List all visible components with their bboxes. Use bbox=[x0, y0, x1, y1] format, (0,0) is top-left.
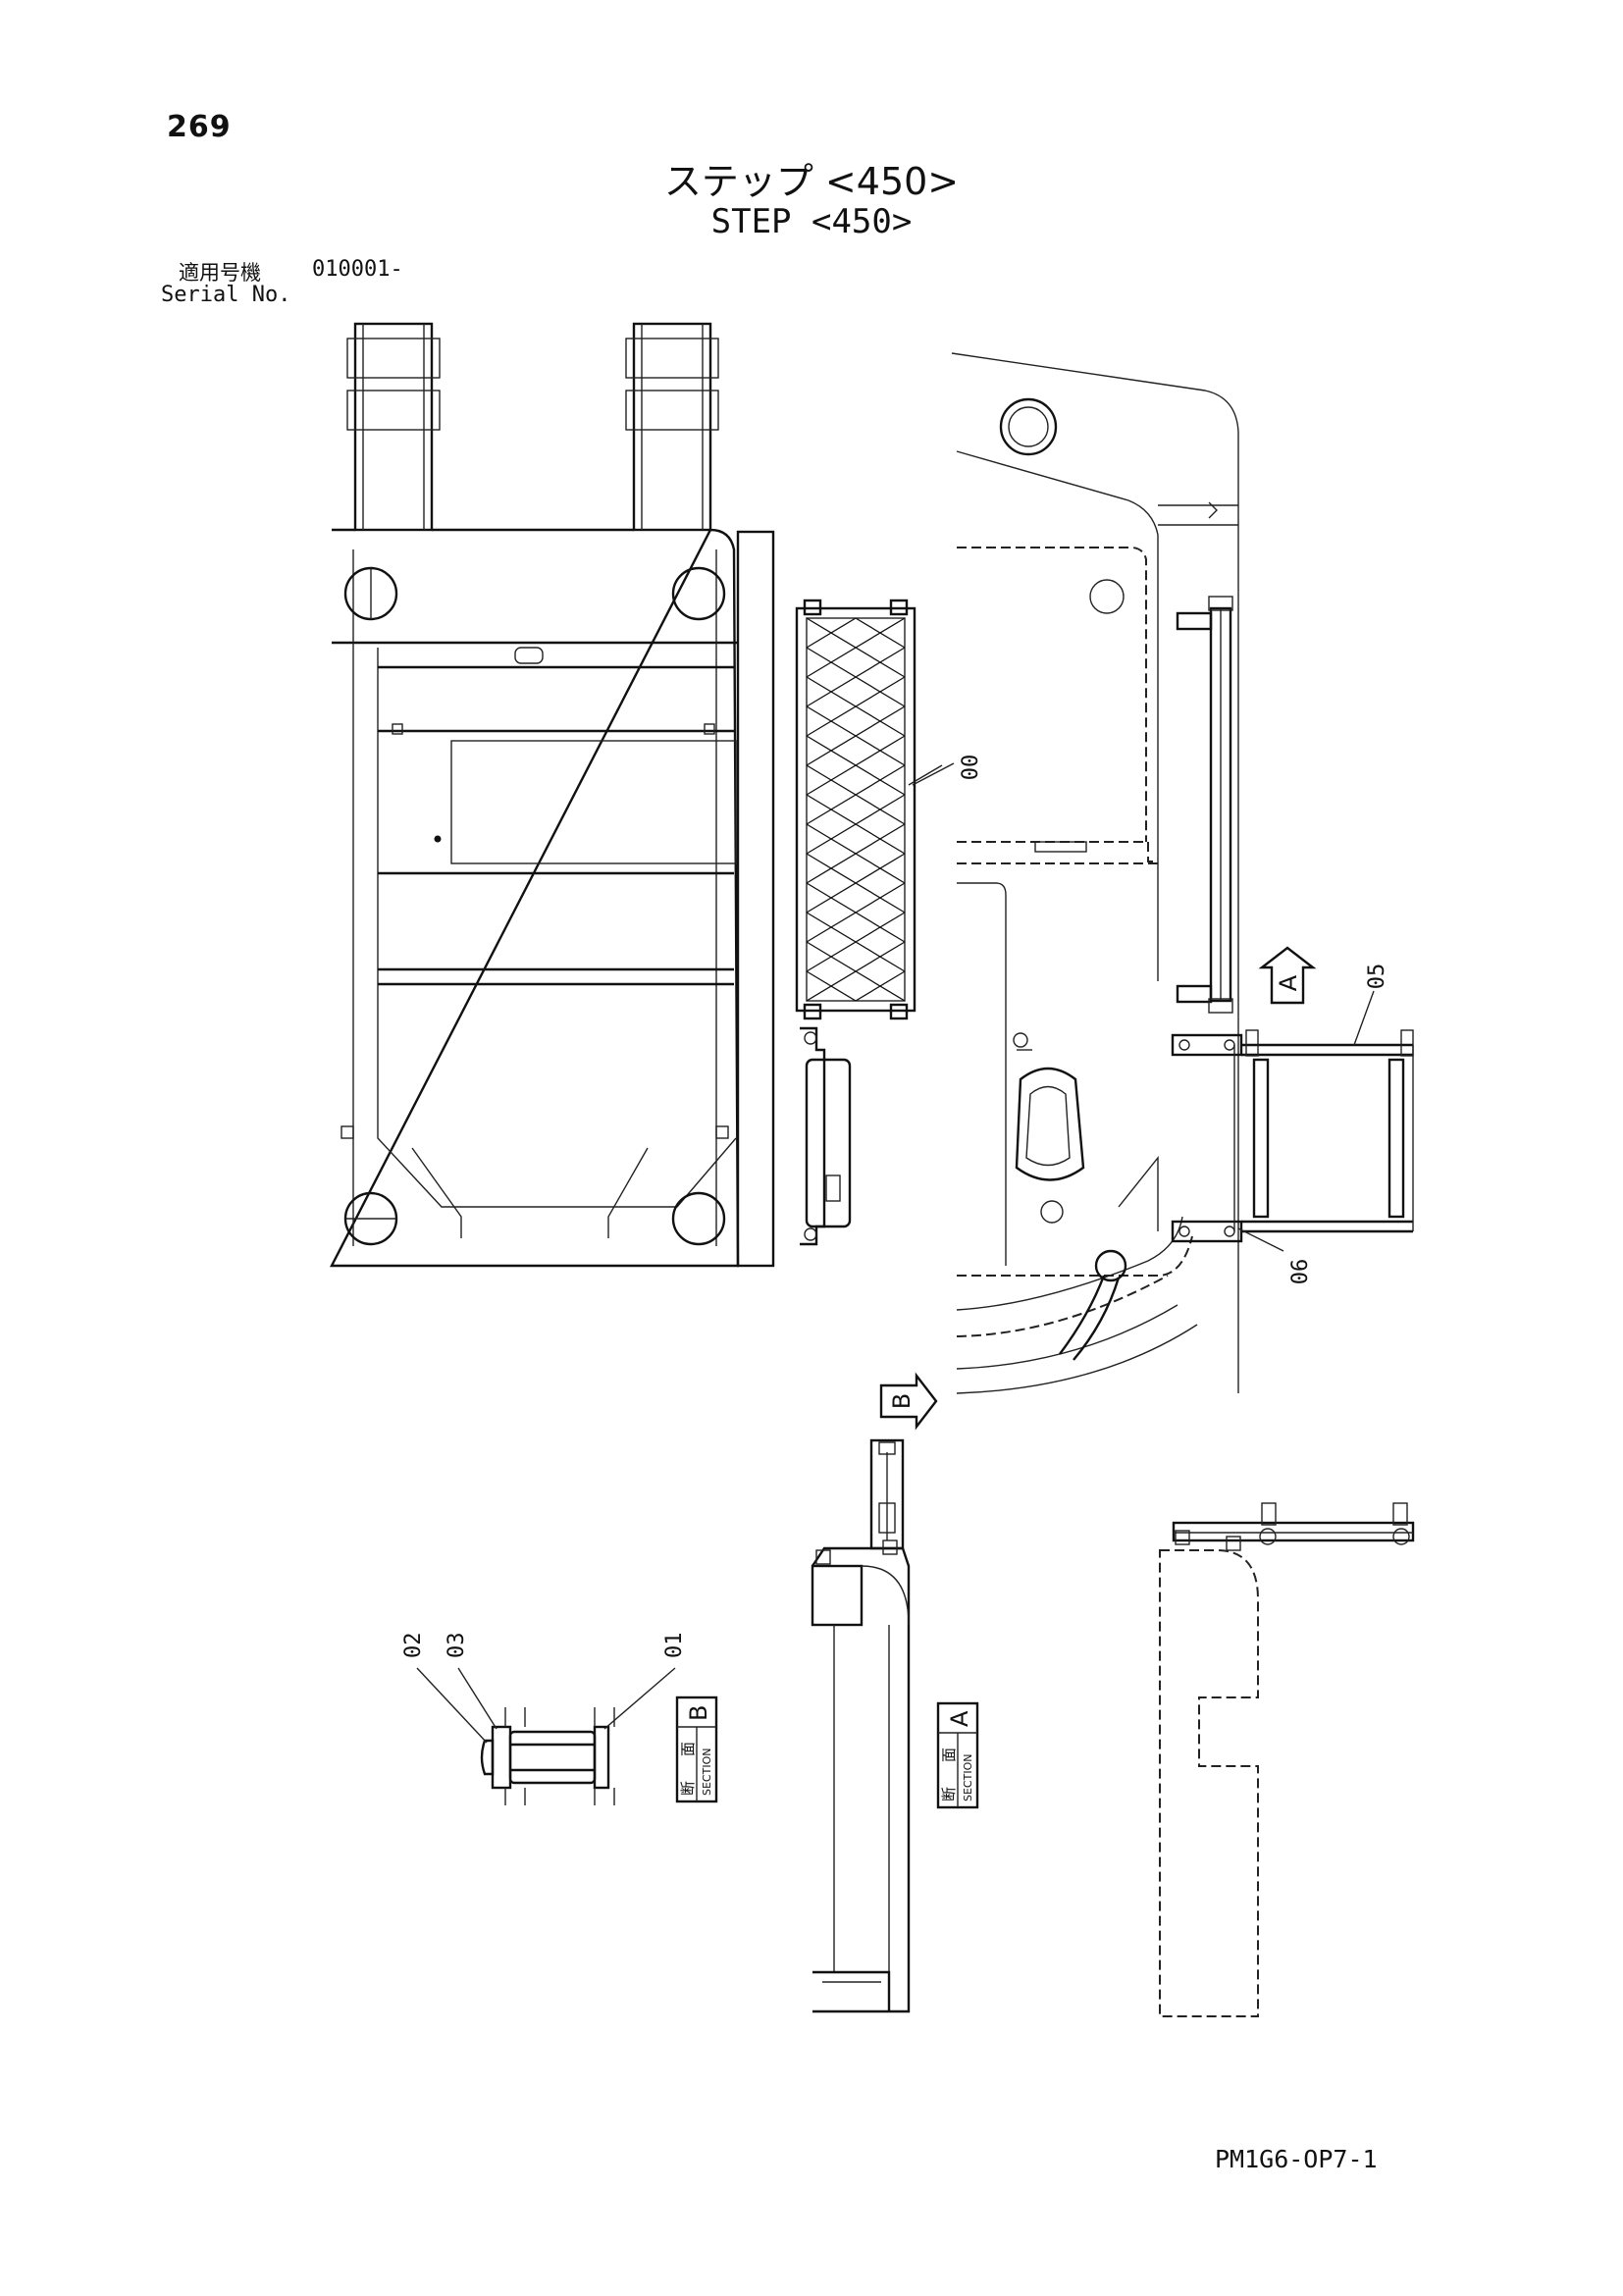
serial-number-value: 010001- bbox=[312, 257, 403, 282]
serial-label-english: Serial No. bbox=[161, 283, 291, 307]
section-a-word: SECTION bbox=[962, 1754, 974, 1801]
step-side-profile bbox=[1159, 1502, 1415, 2017]
page-number: 269 bbox=[167, 110, 232, 144]
section-label-b: 断 面 SECTION B bbox=[675, 1696, 718, 1803]
callout-05: 05 bbox=[1365, 964, 1389, 990]
callout-03: 03 bbox=[445, 1633, 469, 1659]
document-code: PM1G6-OP7-1 bbox=[1215, 2145, 1378, 2173]
section-b-view bbox=[416, 1667, 676, 1805]
leader-05 bbox=[1353, 990, 1375, 1046]
section-a-view bbox=[811, 1438, 911, 2013]
frame-top-view bbox=[330, 322, 775, 1268]
section-a-kanji-1: 断 bbox=[940, 1787, 958, 1801]
section-b-word: SECTION bbox=[701, 1748, 713, 1796]
view-arrow-b-label: B bbox=[888, 1393, 916, 1409]
section-b-kanji-1: 断 bbox=[679, 1781, 697, 1796]
callout-01: 01 bbox=[662, 1633, 687, 1659]
page-title-japanese: ステップ <450> bbox=[663, 160, 960, 203]
leader-06 bbox=[1237, 1227, 1284, 1252]
section-b-letter: B bbox=[685, 1705, 712, 1721]
machine-body-view bbox=[951, 352, 1414, 1394]
callout-06: 06 bbox=[1288, 1259, 1313, 1285]
view-arrow-a: A bbox=[1258, 946, 1317, 1005]
page-title-english: STEP <450> bbox=[710, 202, 913, 241]
callout-00: 00 bbox=[959, 755, 983, 781]
section-label-a: 断 面 SECTION A bbox=[936, 1701, 979, 1809]
leader-00 bbox=[912, 762, 955, 786]
serial-label-japanese: 適用号機 bbox=[179, 261, 261, 285]
callout-02: 02 bbox=[401, 1633, 426, 1659]
section-a-kanji-2: 面 bbox=[940, 1748, 958, 1762]
view-arrow-b: B bbox=[879, 1372, 938, 1431]
mesh-step-panel bbox=[795, 599, 943, 1020]
side-bracket bbox=[800, 1026, 852, 1246]
section-a-letter: A bbox=[946, 1710, 973, 1727]
section-b-kanji-2: 面 bbox=[679, 1742, 697, 1756]
view-arrow-a-label: A bbox=[1275, 974, 1302, 991]
